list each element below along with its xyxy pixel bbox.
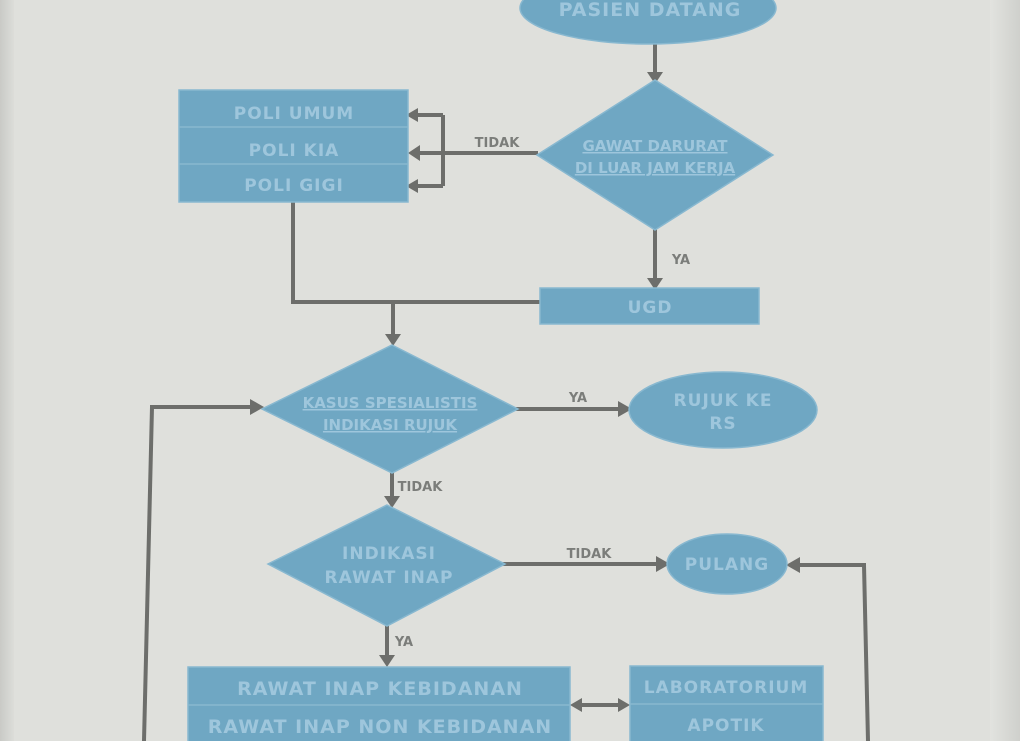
node-inpatient-decision: INDIKASI RAWAT INAP (266, 504, 507, 627)
edge-labels: TIDAK YA YA TIDAK TIDAK YA (394, 136, 690, 650)
ward-non-kebidanan-label: RAWAT INAP NON KEBIDANAN (208, 716, 552, 738)
laboratorium-label: LABORATORIUM (644, 678, 809, 698)
node-start: PASIEN DATANG (519, 0, 777, 45)
node-wards: RAWAT INAP KEBIDANAN RAWAT INAP NON KEBI… (187, 666, 571, 741)
label-specialist-no: TIDAK (398, 480, 444, 495)
node-poli: POLI UMUM POLI KIA POLI GIGI (178, 89, 409, 203)
label-inpatient-yes: YA (394, 635, 413, 650)
specialist-line2: INDIKASI RUJUK (323, 416, 458, 434)
paper-edge-right (990, 0, 1020, 741)
inpatient-line1: INDIKASI (342, 544, 436, 564)
connectors (142, 42, 870, 741)
node-ugd: UGD (539, 287, 760, 325)
poli-gigi-label: POLI GIGI (244, 176, 344, 196)
label-inpatient-no: TIDAK (567, 547, 613, 562)
specialist-line1: KASUS SPESIALISTIS (303, 394, 478, 412)
apotik-label: APOTIK (687, 716, 764, 736)
paper-edge-left (0, 0, 14, 741)
label-specialist-yes: YA (568, 391, 587, 406)
node-emergency-decision: GAWAT DARURAT DI LUAR JAM KERJA (535, 79, 775, 231)
poli-kia-label: POLI KIA (249, 141, 340, 161)
node-refer: RUJUK KE RS (628, 371, 818, 449)
label-emergency-yes: YA (671, 253, 690, 268)
node-specialist-decision: KASUS SPESIALISTIS INDIKASI RUJUK (260, 344, 520, 474)
refer-line1: RUJUK KE (674, 391, 773, 411)
label-emergency-no: TIDAK (475, 136, 521, 151)
node-home: PULANG (666, 533, 788, 595)
home-label: PULANG (685, 555, 769, 575)
emergency-line1: GAWAT DARURAT (582, 137, 728, 155)
start-label: PASIEN DATANG (559, 0, 742, 21)
inpatient-line2: RAWAT INAP (325, 568, 454, 588)
refer-line2: RS (709, 414, 736, 434)
poli-umum-label: POLI UMUM (234, 104, 354, 124)
emergency-line2: DI LUAR JAM KERJA (575, 159, 736, 177)
ward-kebidanan-label: RAWAT INAP KEBIDANAN (237, 678, 523, 700)
ugd-label: UGD (628, 298, 673, 318)
node-support: LABORATORIUM APOTIK (629, 665, 824, 741)
